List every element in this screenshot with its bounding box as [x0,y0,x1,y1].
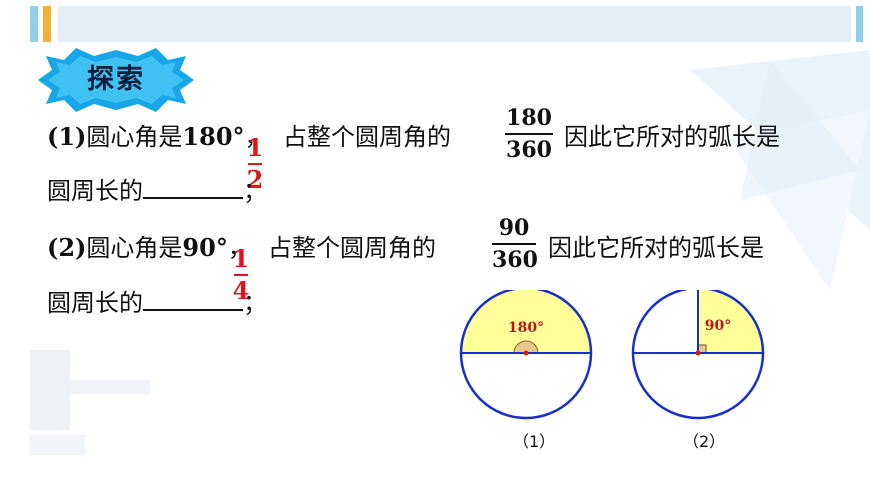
line-1-fraction: 180 360 [505,104,553,164]
orange-square [43,6,51,42]
sector-180 [461,290,591,353]
answer-denominator: 4 [232,276,250,305]
blue-square [30,6,38,42]
line-3-text-c: 因此它所对的弧长是 [548,234,764,262]
line-3-comma: ， [227,234,252,262]
line-2-text: 圆周长的 [47,177,143,205]
figure-1-caption: （1） [513,432,556,451]
line-4-semicolon: ； [243,289,267,317]
line-3-prefix: (2) [47,233,87,262]
answer-fraction-2: 1 4 [230,246,252,304]
fraction-bar [505,133,553,135]
top-decoration-bar [0,6,870,42]
line-4: 圆周长的 ； [47,287,267,318]
sector-90 [698,290,763,353]
answer-blank-1[interactable] [143,175,243,199]
answer-bar [248,163,262,165]
center-dot [695,350,701,356]
angle-arc-marker [513,340,539,354]
header-band [58,6,851,42]
circle-figure-2: 90° [631,290,765,420]
fraction-numerator: 180 [506,105,552,131]
figure-1-angle-label: 180° [508,320,544,336]
explore-badge-shape [38,48,194,112]
answer-fraction-1: 1 2 [244,135,266,193]
watermark-logo [30,350,150,455]
circle-diagrams: 180° 90° [459,290,765,420]
line-1-text-a: 圆心角是 [86,123,183,151]
line-1-text-b: 占整个圆周角的 [283,123,451,151]
fraction-numerator: 90 [498,215,530,241]
line-3-text-a: 圆心角是 [86,234,183,262]
fraction-denominator: 360 [492,247,538,273]
answer-bar [234,274,248,276]
line-4-text: 圆周长的 [47,289,143,317]
center-dot [523,350,529,356]
line-1-angle: 180° [182,122,245,151]
line-3-angle: 90° [182,233,228,262]
fraction-bar [492,243,536,245]
answer-numerator: 1 [246,133,264,162]
line-1-comma: ， [244,123,269,151]
fraction-denominator: 360 [506,137,552,163]
background-triangles [690,50,870,290]
line-2: 圆周长的 ； [47,175,267,206]
line-1-left: (1)圆心角是180°， [47,122,269,152]
answer-numerator: 1 [232,244,250,273]
line-3-fraction: 90 360 [492,214,538,274]
line-2-semicolon: ； [243,177,267,205]
answer-denominator: 2 [246,165,264,194]
line-1-prefix: (1) [47,122,87,151]
answer-blank-2[interactable] [143,287,243,311]
line-3-left: (2)圆心角是90°， [47,233,252,263]
figure-2-caption: （2） [683,432,726,451]
line-1-text-c: 因此它所对的弧长是 [564,123,780,151]
circle-figure-1: 180° [459,290,593,420]
explore-badge-label: 探索 [87,64,145,95]
figure-2-angle-label: 90° [705,318,731,334]
line-3-text-b: 占整个圆周角的 [268,234,436,262]
blue-square-right [856,6,863,42]
